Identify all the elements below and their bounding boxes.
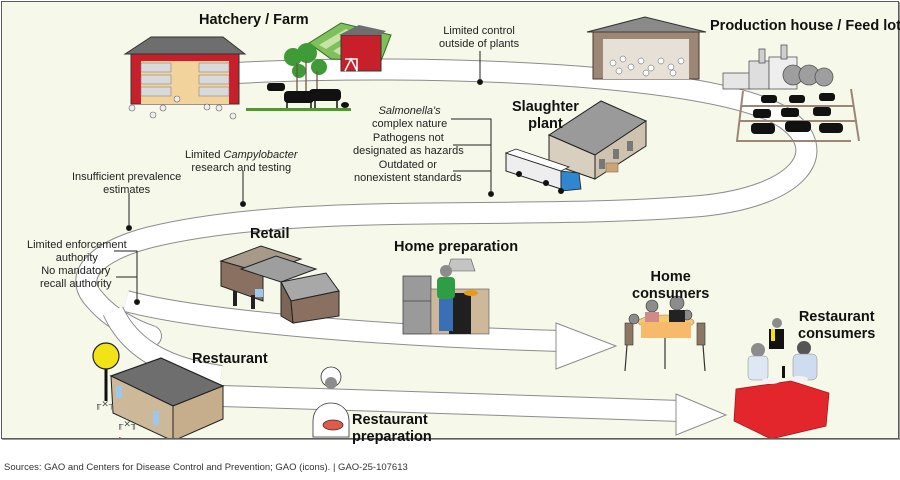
note-recall-line2: recall authority [40, 277, 112, 290]
source-note: Sources: GAO and Centers for Disease Con… [4, 462, 408, 473]
note-salmonella-italic: Salmonella's [378, 105, 441, 117]
label-hatchery-farm: Hatchery / Farm [199, 12, 309, 28]
label-home-consumers: Home consumers [632, 269, 709, 303]
note-limited-control-line1: Limited control [443, 25, 515, 37]
note-campylobacter-italic: Campylobacter [223, 149, 298, 161]
label-restaurant-consumers-line1: Restaurant [798, 309, 875, 325]
note-salmonella-line2: complex nature [372, 117, 448, 130]
cattle-herd-icon [246, 83, 351, 111]
note-enforcement-line2: authority [55, 251, 98, 264]
svg-text:╓✕╖: ╓✕╖ [95, 399, 115, 410]
note-pathogens-line2: designated as hazards [353, 144, 464, 157]
note-outdated-line2: nonexistent standards [354, 171, 462, 184]
arrowhead-home-consumers [555, 322, 618, 370]
restaurant-building-icon: ╓✕╖ ╓✕╖ [92, 342, 225, 438]
note-prevalence-line2: estimates [103, 183, 151, 196]
label-slaughter-plant-line1: Slaughter [512, 99, 579, 115]
label-restaurant: Restaurant [192, 351, 268, 367]
label-restaurant-preparation-line2: preparation [352, 429, 432, 445]
label-restaurant-consumers: Restaurant consumers [798, 309, 875, 343]
diagram-panel: ╓✕╖ ╓✕╖ [1, 1, 900, 445]
note-prevalence-line1: Insufficient prevalence [72, 171, 182, 183]
note-recall-line1: No mandatory [41, 265, 111, 277]
trees-icon [284, 43, 327, 93]
label-home-preparation: Home preparation [394, 239, 519, 255]
farm-barn-icon [308, 22, 392, 72]
svg-text:╓✕╖: ╓✕╖ [117, 419, 137, 430]
note-enforcement: Limited enforcement authority [27, 239, 127, 264]
restaurant-dining-icon [733, 318, 830, 438]
label-home-consumers-line1: Home [650, 269, 691, 285]
note-limited-control-line2: outside of plants [439, 37, 520, 50]
note-outdated-line1: Outdated or [378, 159, 437, 171]
label-home-consumers-line2: consumers [632, 286, 710, 302]
feed-lot-icon [735, 88, 860, 142]
note-salmonella: Salmonella's complex nature [372, 105, 447, 130]
slaughter-plant-icon [547, 100, 648, 180]
retail-building-icon [219, 245, 340, 324]
note-campylobacter-line2: research and testing [191, 161, 292, 174]
note-pathogens-line1: Pathogens not [372, 132, 444, 144]
label-restaurant-preparation-line1: Restaurant [352, 412, 428, 428]
note-recall: No mandatory recall authority [40, 265, 112, 290]
factory-icon [722, 44, 834, 90]
note-pathogens: Pathogens not designated as hazards [353, 132, 464, 157]
arrowhead-restaurant-consumers [675, 393, 728, 436]
home-kitchen-icon [402, 258, 490, 335]
label-slaughter-plant-line2: plant [528, 116, 563, 132]
label-restaurant-consumers-line2: consumers [798, 326, 876, 342]
note-campylobacter-pre: Limited [185, 149, 224, 161]
production-house-icon [586, 16, 707, 80]
pathway-scene: ╓✕╖ ╓✕╖ [75, 16, 860, 438]
pathway-road [75, 58, 818, 436]
label-production-house: Production house / Feed lot [710, 18, 900, 34]
note-outdated: Outdated or nonexistent standards [354, 159, 462, 184]
note-prevalence: Insufficient prevalence estimates [72, 171, 181, 196]
label-slaughter-plant: Slaughter plant [512, 99, 579, 133]
label-retail: Retail [250, 226, 290, 242]
note-campylobacter: Limited Campylobacter research and testi… [185, 149, 298, 174]
home-dining-table-icon [624, 295, 706, 372]
note-limited-control: Limited control outside of plants [439, 25, 519, 50]
note-enforcement-line1: Limited enforcement [27, 239, 127, 251]
delivery-truck-icon [504, 148, 582, 194]
label-restaurant-preparation: Restaurant preparation [352, 412, 432, 446]
chef-icon [312, 366, 350, 438]
annotation-leaders [114, 51, 494, 305]
hatchery-barn-icon [123, 36, 247, 120]
